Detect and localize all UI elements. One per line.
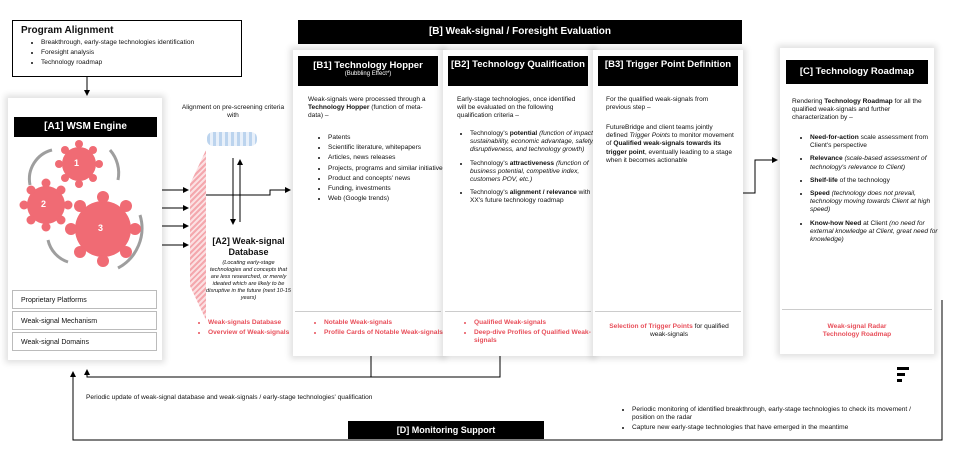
b3-output: Selection of Trigger Points for qualifie… [609,323,729,339]
program-alignment-box: Program Alignment Breakthrough, early-st… [12,20,242,77]
b1-title: [B1] Technology Hopper [313,60,423,71]
b1-intro: Weak-signals were processed through a Te… [308,96,426,120]
b1-subtitle: (Bubbling Effect*) [344,71,392,77]
list-item: Product and concepts' news [328,175,446,183]
list-item: Relevance (scale-based assessment of tec… [810,155,942,171]
list-item: Notable Weak-signals [324,319,444,327]
b1-sources: Patents Scientific literature, whitepape… [316,134,446,205]
b2-divider [445,311,591,312]
feedback-text: Periodic update of weak-signal database … [86,394,373,401]
list-item: Speed (technology does not prevail, tech… [810,190,942,215]
gear-label-3: 3 [98,223,104,233]
list-item: Capture new early-stage technologies tha… [632,424,924,432]
prescreening-text: Alignment on pre-screening criteria with [181,104,285,120]
list-item: Overview of Weak-signals [208,329,298,337]
b1-header: [B1] Technology Hopper (Bubbling Effect*… [298,56,438,86]
list-item: Web (Google trends) [328,195,446,203]
b1-panel [293,50,443,356]
b2-panel [443,50,593,356]
b1-outputs: Notable Weak-signals Profile Cards of No… [312,319,444,339]
monitoring-support-title: [D] Monitoring Support [348,421,544,439]
list-item: Articles, news releases [328,154,446,162]
list-item: Profile Cards of Notable Weak-signals [324,329,444,337]
monitoring-list: Periodic monitoring of identified breakt… [620,406,924,435]
a2-outputs: Weak-signals Database Overview of Weak-s… [196,319,298,339]
list-item: Need-for-action scale assessment from Cl… [810,134,942,150]
c-divider [782,309,932,310]
funnel-shape [190,150,206,320]
list-item: Scientific literature, whitepapers [328,144,446,152]
b3-panel [593,50,743,356]
program-alignment-list: Breakthrough, early-stage technologies i… [13,39,241,68]
list-item: Shelf-life of the technology [810,177,942,185]
b2-title: [B2] Technology Qualification [448,56,588,86]
list-item: Funding, investments [328,185,446,193]
list-item: Deep-dive Profiles of Qualified Weak-sig… [474,329,596,345]
list-item: Foresight analysis [41,49,241,57]
b2-criteria: Technology's potential (function of impa… [458,130,598,208]
list-item: Periodic monitoring of identified breakt… [632,406,924,422]
gear-label-1: 1 [74,158,80,168]
list-item: Projects, programs and similar initiativ… [328,165,446,173]
c-criteria: Need-for-action scale assessment from Cl… [798,134,942,246]
a2-title: [A2] Weak-signal Database [212,236,285,257]
cloud-icon [207,132,257,146]
program-alignment-title: Program Alignment [21,25,114,36]
list-item-platforms: Proprietary Platforms [12,290,157,309]
c-intro: Rendering Technology Roadmap for all the… [792,98,922,122]
b3-intro: For the qualified weak-signals from prev… [606,96,709,112]
list-item: Patents [328,134,446,142]
list-item: Know-how Need at Client (no need for ext… [810,220,942,245]
c-outputs: Weak-signal Radar Technology Roadmap [822,323,892,339]
b3-title: [B3] Trigger Point Definition [598,56,738,86]
list-item: Qualified Weak-signals [474,319,596,327]
b3-divider [595,311,741,312]
a2-description: (Locating early-stage technologies and c… [206,260,291,301]
wsm-engine-title: [A1] WSM Engine [14,117,157,137]
list-item: Weak-signals Database [208,319,298,327]
b2-intro: Early-stage technologies, once identifie… [457,96,576,120]
c-panel [780,48,934,354]
list-item: Breakthrough, early-stage technologies i… [41,39,241,47]
list-item: Technology's alignment / relevance with … [470,189,598,205]
list-item: Technology's attractiveness (function of… [470,160,598,185]
b3-description: FutureBridge and client teams jointly de… [606,124,734,164]
b2-outputs: Qualified Weak-signals Deep-dive Profile… [462,319,596,348]
list-item: Technology's potential (function of impa… [470,130,598,155]
ellipsis-marker [897,367,909,382]
list-item-mechanism: Weak-signal Mechanism [12,311,157,330]
list-item-domains: Weak-signal Domains [12,332,157,351]
c-title: [C] Technology Roadmap [786,60,928,84]
section-b-title: [B] Weak-signal / Foresight Evaluation [298,20,742,44]
gear-label-2: 2 [41,199,47,209]
list-item: Technology roadmap [41,59,241,67]
b1-divider [295,311,441,312]
